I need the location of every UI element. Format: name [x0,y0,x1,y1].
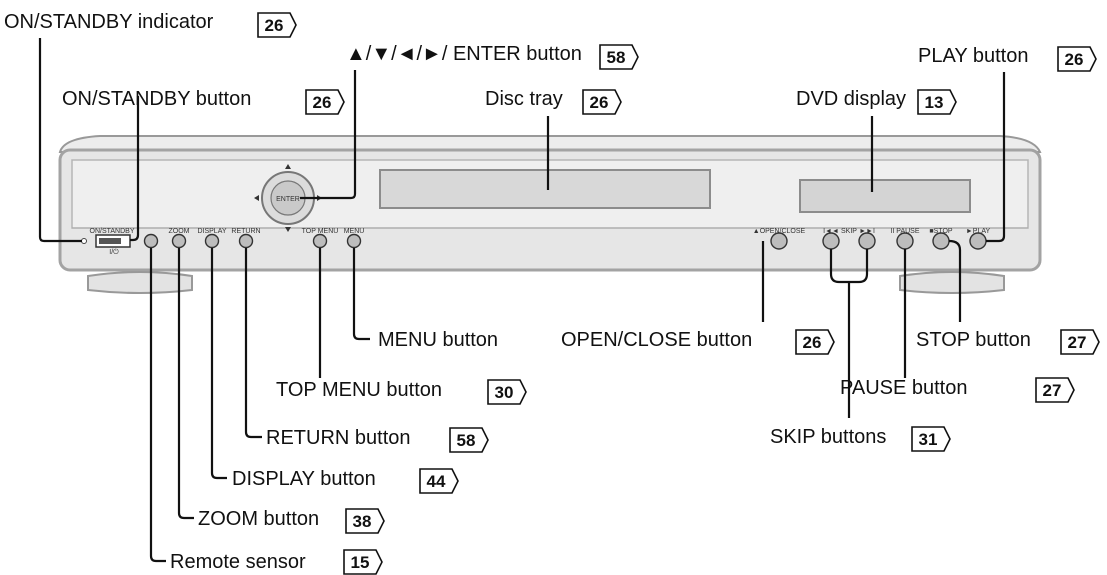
left-foot [87,271,193,294]
callout-remote-sensor: Remote sensor 15 [170,549,383,575]
callout-disc-tray: Disc tray 26 [485,88,622,115]
callout-text: TOP MENU button [276,379,442,401]
callout-pause-button: PAUSE button 27 [840,377,1075,403]
page-ref: 27 [1043,381,1062,400]
panel-label-zoom: ZOOM [169,228,190,235]
panel-label-pause: II PAUSE [890,228,919,235]
callout-text: PLAY button [918,45,1028,67]
page-ref: 30 [495,383,514,402]
page-ref: 26 [265,16,284,35]
page-ref: 26 [1065,50,1084,69]
panel-label-play: ►PLAY [966,228,991,235]
callout-on-standby-indicator: ON/STANDBY indicator 26 [4,11,297,38]
panel-label-skip-prev: I◄◄ [823,228,839,235]
callout-text: ON/STANDBY indicator [4,11,214,33]
panel-label-top-menu: TOP MENU [302,228,339,235]
on-standby-indicator-led [81,238,87,244]
panel-label-menu: MENU [344,228,365,235]
display-button[interactable] [204,233,220,249]
callout-text: Remote sensor [170,551,306,573]
callout-dvd-display: DVD display 13 [796,88,957,115]
callout-text: ZOOM button [198,508,319,530]
panel-label-stop: ■STOP [929,228,952,235]
right-foot [899,271,1005,294]
callout-on-standby-button: ON/STANDBY button 26 [62,88,345,115]
callout-skip-buttons: SKIP buttons 31 [770,426,951,452]
on-standby-button-face [99,238,121,244]
disc-tray[interactable] [379,169,711,209]
direction-pad[interactable]: ENTER [254,164,322,232]
round-buttons [143,232,987,250]
callout-play-button: PLAY button 26 [918,45,1097,72]
page-ref: 26 [590,93,609,112]
panel-label-open-close: ▲OPEN/CLOSE [753,228,806,235]
zoom-button[interactable] [171,233,187,249]
callout-text: ▲/▼/◄/►/ ENTER button [346,43,582,65]
page-ref: 58 [457,431,476,450]
callout-stop-button: STOP button 27 [916,329,1100,355]
leader-lines [38,38,1006,563]
callout-text: OPEN/CLOSE button [561,329,752,351]
pause-button[interactable] [896,232,914,250]
callout-text: SKIP buttons [770,426,886,448]
callout-text: STOP button [916,329,1031,351]
page-ref: 26 [313,93,332,112]
panel-labels: ON/STANDBY ZOOM DISPLAY RETURN TOP MENU … [90,228,991,256]
callout-text: DVD display [796,88,906,110]
stop-button[interactable] [932,232,950,250]
return-button[interactable] [238,233,254,249]
callout-enter-button: ▲/▼/◄/►/ ENTER button 58 [346,43,639,70]
page-ref: 27 [1068,333,1087,352]
callout-display-button: DISPLAY button 44 [232,468,459,494]
menu-button[interactable] [346,233,362,249]
play-button[interactable] [969,232,987,250]
panel-label-skip: SKIP [841,228,857,235]
callout-zoom-button: ZOOM button 38 [198,508,385,534]
callout-text: RETURN button [266,427,411,449]
callout-text: ON/STANDBY button [62,88,251,110]
page-ref: 44 [427,472,446,491]
top-menu-button[interactable] [312,233,328,249]
power-symbol-label: I/⏻ [109,248,119,256]
callout-return-button: RETURN button 58 [266,427,489,453]
panel-label-skip-next: ►►I [859,228,875,235]
page-ref: 13 [925,93,944,112]
page-ref: 31 [919,430,938,449]
callout-text: PAUSE button [840,377,967,399]
callout-top-menu-button: TOP MENU button 30 [276,379,527,405]
page-ref: 15 [351,553,370,572]
callout-menu-button: MENU button [378,329,498,351]
panel-label-return: RETURN [231,228,260,235]
enter-label: ENTER [276,196,300,203]
page-ref: 58 [607,48,626,67]
callout-text: Disc tray [485,88,563,110]
callout-open-close-button: OPEN/CLOSE button 26 [561,329,835,355]
callout-text: DISPLAY button [232,468,376,490]
callout-text: MENU button [378,329,498,351]
open-close-button[interactable] [770,232,788,250]
panel-label-on-standby: ON/STANDBY [90,228,135,235]
skip-prev-button[interactable] [822,232,840,250]
page-ref: 38 [353,512,372,531]
panel-label-display: DISPLAY [197,228,226,235]
remote-sensor [143,233,159,249]
skip-next-button[interactable] [858,232,876,250]
dvd-display-window [799,179,971,213]
page-ref: 26 [803,333,822,352]
player-body [58,135,1042,294]
